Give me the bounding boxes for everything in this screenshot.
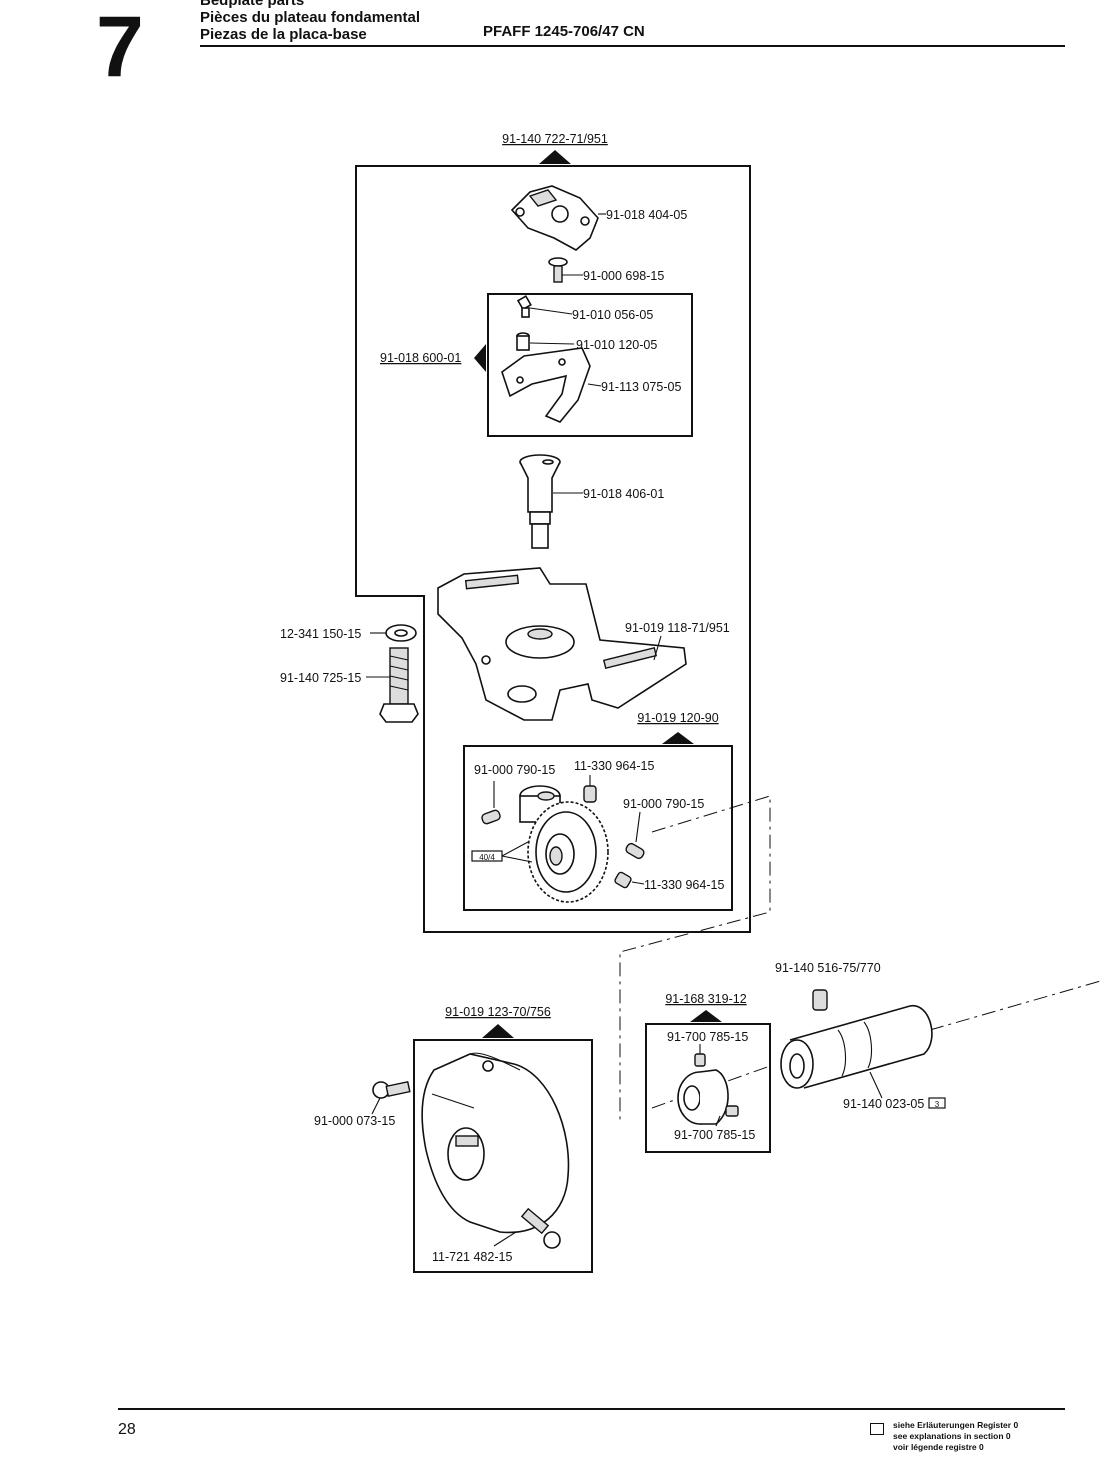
axis-line-1 bbox=[619, 795, 771, 1120]
collar-screw-bottom-part bbox=[725, 1105, 739, 1117]
label-pin: 91-010 056-05 bbox=[572, 308, 653, 322]
collar-assembly-box bbox=[645, 1023, 771, 1153]
label-shaft: 91-018 406-01 bbox=[583, 487, 664, 501]
insert-plate-part bbox=[501, 347, 591, 423]
header-rule bbox=[200, 45, 1065, 47]
collar-part bbox=[677, 1069, 729, 1125]
title-es: Piezas de la placa-base bbox=[200, 26, 367, 43]
label-frame: 91-019 118-71/951 bbox=[625, 621, 730, 635]
legend-box-icon bbox=[870, 1423, 884, 1435]
top-bracket-part bbox=[510, 185, 599, 251]
label-housing-screw-2: 11-721 482-15 bbox=[432, 1250, 512, 1264]
label-collar-screw-top: 91-700 785-15 bbox=[667, 1030, 748, 1044]
tube-ref-label: 3 bbox=[935, 1100, 940, 1109]
bevel-gear-part bbox=[519, 785, 609, 903]
bolt-part bbox=[379, 647, 419, 723]
top-screw-part bbox=[548, 257, 568, 283]
collar-screw-top-part bbox=[694, 1053, 706, 1067]
title-en: Bedplate parts bbox=[200, 0, 305, 9]
washer-part bbox=[385, 624, 417, 642]
sleeve-screw-part bbox=[812, 989, 828, 1011]
legend-line-en: see explanations in section 0 bbox=[893, 1431, 1011, 1441]
gear-set-marker bbox=[662, 732, 694, 744]
label-bush: 91-010 120-05 bbox=[576, 338, 657, 352]
label-gear-screw-1: 91-000 790-15 bbox=[474, 763, 555, 777]
label-bolt: 91-140 725-15 bbox=[280, 671, 361, 685]
bush-part bbox=[516, 332, 530, 351]
gear-set-box bbox=[463, 745, 733, 911]
legend-line-de: siehe Erläuterungen Register 0 bbox=[893, 1420, 1019, 1430]
label-gear-set-screw-1: 11-330 964-15 bbox=[574, 759, 654, 773]
title-fr: Pièces du plateau fondamental bbox=[200, 9, 421, 26]
tube-ref-box bbox=[928, 1097, 946, 1109]
label-gear-screw-2: 91-000 790-15 bbox=[623, 797, 704, 811]
section-titles: Bedplate parts Pièces du plateau fondame… bbox=[200, 0, 420, 43]
pin-part bbox=[516, 295, 532, 318]
label-top-screw: 91-000 698-15 bbox=[583, 269, 664, 283]
gear-screw-1-part bbox=[481, 809, 501, 825]
housing-screw-1-part bbox=[372, 1080, 411, 1099]
label-washer: 12-341 150-15 bbox=[280, 627, 361, 641]
label-tube: 91-140 023-05 bbox=[843, 1097, 924, 1111]
collar-assembly-marker bbox=[690, 1010, 722, 1022]
axis-line-3 bbox=[929, 979, 1105, 1031]
insert-assembly-label: 91-018 600-01 bbox=[380, 351, 461, 365]
insert-assembly-marker bbox=[474, 344, 486, 372]
legend-line-fr: voir légende registre 0 bbox=[893, 1442, 984, 1452]
frame-part bbox=[437, 567, 687, 721]
insert-assembly-box bbox=[487, 293, 693, 437]
main-assembly-outline bbox=[355, 165, 751, 933]
label-housing-screw-1: 91-000 073-15 bbox=[314, 1114, 395, 1128]
label-top-bracket: 91-018 404-05 bbox=[606, 208, 687, 222]
gear-screw-2-part bbox=[625, 842, 645, 860]
tube-part bbox=[780, 1005, 933, 1089]
collar-assembly-label: 91-168 319-12 bbox=[665, 992, 746, 1006]
housing-assembly-label: 91-019 123-70/756 bbox=[445, 1005, 551, 1019]
label-gear-set-screw-2: 11-330 964-15 bbox=[644, 878, 724, 892]
housing-assembly-marker bbox=[482, 1024, 514, 1038]
footer-rule bbox=[118, 1408, 1065, 1410]
label-sleeve-screw: 91-140 516-75/770 bbox=[775, 961, 881, 975]
gear-set-label: 91-019 120-90 bbox=[637, 711, 718, 725]
housing-assembly-box bbox=[413, 1039, 593, 1273]
main-assembly-label: 91-140 722-71/951 bbox=[502, 132, 608, 146]
housing-part bbox=[421, 1052, 570, 1234]
shaft-part bbox=[519, 454, 561, 549]
page-number: 28 bbox=[118, 1421, 136, 1438]
gear-ref-label: 40/4 bbox=[479, 853, 495, 862]
gear-set-screw-2-part bbox=[614, 871, 632, 889]
legend-text: siehe Erläuterungen Register 0 see expla… bbox=[893, 1420, 1018, 1453]
section-number: 7 bbox=[96, 0, 144, 95]
label-insert-plate: 91-113 075-05 bbox=[601, 380, 681, 394]
label-collar-screw-bottom: 91-700 785-15 bbox=[674, 1128, 755, 1142]
housing-screw-2-part bbox=[520, 1207, 561, 1249]
gear-set-screw-1-part bbox=[583, 785, 597, 803]
model-name: PFAFF 1245-706/47 CN bbox=[483, 23, 645, 40]
main-assembly-marker bbox=[539, 150, 571, 164]
